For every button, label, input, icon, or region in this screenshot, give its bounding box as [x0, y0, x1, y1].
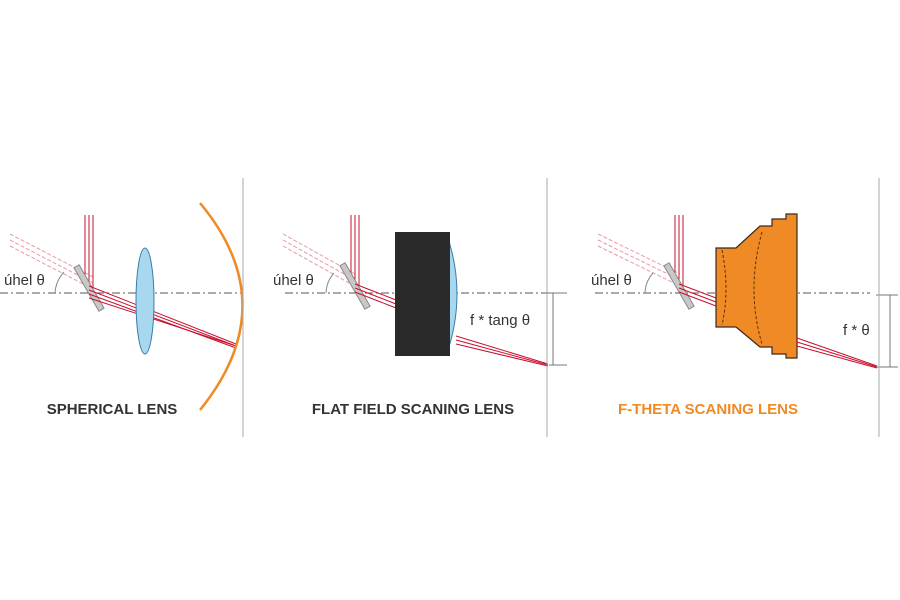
vertical-input-beam: [674, 215, 684, 286]
panel-title-f-theta: F-THETA SCANING LENS: [618, 401, 798, 418]
panel-title-flat-field: FLAT FIELD SCANING LENS: [312, 401, 514, 418]
incoming-dashed-beam: [597, 233, 681, 285]
input-rays: [678, 283, 717, 307]
vertical-input-beam: [84, 215, 94, 288]
dimension-marker: [876, 294, 898, 368]
flat-field-lens-body: [395, 232, 450, 356]
focal-field-arc: [199, 202, 244, 411]
angle-arc: [325, 272, 335, 294]
dimension-marker: [549, 292, 567, 366]
panel-title-spherical: SPHERICAL LENS: [47, 401, 178, 418]
f-theta-inner-element-2: [753, 231, 763, 345]
spherical-lens: [135, 247, 155, 355]
formula-label: f * θ: [843, 322, 870, 339]
angle-label: úhel θ: [4, 272, 45, 289]
input-rays: [354, 283, 397, 309]
formula-label: f * tang θ: [470, 312, 530, 329]
vertical-input-beam: [350, 215, 360, 286]
angle-label: úhel θ: [273, 272, 314, 289]
focused-rays: [88, 285, 237, 349]
angle-arc: [644, 272, 654, 294]
output-rays: [455, 335, 549, 367]
f-theta-inner-element-1: [721, 249, 727, 326]
panel-flat-field: úhel θ f * tang θ FLAT FIELD SCANING LEN…: [273, 178, 567, 437]
panel-spherical: úhel θ SPHERICAL LENS: [0, 178, 244, 437]
angle-arc: [54, 271, 65, 294]
output-rays: [796, 337, 878, 369]
f-theta-lens-body: [715, 213, 798, 359]
panel-f-theta: úhel θ f * θ F-THETA SCANING LENS: [591, 178, 898, 437]
angle-label: úhel θ: [591, 272, 632, 289]
